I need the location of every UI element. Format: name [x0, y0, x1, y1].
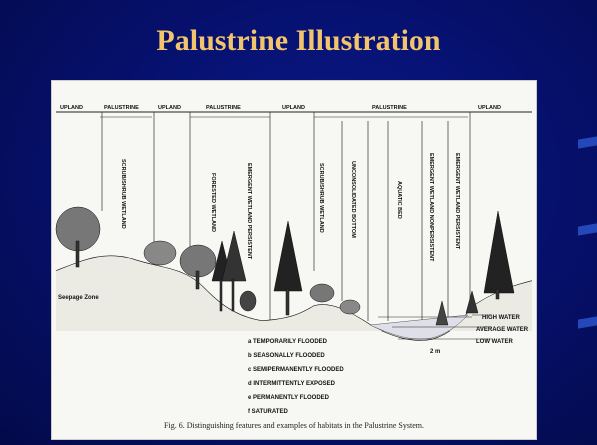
habitat-label: EMERGENT WETLAND PERSISTENT	[246, 163, 252, 260]
water-level-label: AVERAGE WATER	[476, 327, 529, 333]
seepage-label: Seepage Zone	[58, 295, 99, 301]
top-label: UPLAND	[60, 105, 83, 111]
habitat-label: AQUATIC BED	[396, 181, 402, 219]
diagram-panel: UPLAND PALUSTRINE UPLAND PALUSTRINE UPLA…	[51, 80, 537, 440]
top-label: UPLAND	[478, 105, 501, 111]
habitat-label: EMERGENT WETLAND NONPERSISTENT	[428, 153, 434, 262]
legend-item: f SATURATED	[248, 409, 288, 415]
water-level-label: HIGH WATER	[482, 315, 521, 321]
legend-item: d INTERMITTENTLY EXPOSED	[248, 381, 336, 387]
habitat-label: UNCONSOLIDATED BOTTOM	[350, 161, 356, 238]
top-label: UPLAND	[282, 105, 305, 111]
top-label: PALUSTRINE	[372, 105, 407, 111]
water-level-label: LOW WATER	[476, 339, 514, 345]
decorative-stripe	[578, 136, 597, 148]
palustrine-diagram: UPLAND PALUSTRINE UPLAND PALUSTRINE UPLA…	[52, 81, 536, 439]
depth-label: 2 m	[430, 349, 440, 355]
top-label: UPLAND	[158, 105, 181, 111]
habitat-label: SCRUB/SHRUB WETLAND	[120, 159, 126, 229]
top-label: PALUSTRINE	[104, 105, 139, 111]
decorative-stripe	[578, 316, 597, 328]
habitat-label: EMERGENT WETLAND PERSISTENT	[454, 153, 460, 250]
legend-item: c SEMIPERMANENTLY FLOODED	[248, 367, 344, 373]
top-label: PALUSTRINE	[206, 105, 241, 111]
legend-item: b SEASONALLY FLOODED	[248, 353, 325, 359]
habitat-label: FORESTED WETLAND	[210, 173, 216, 232]
figure-caption: Fig. 6. Distinguishing features and exam…	[52, 421, 536, 430]
habitat-label: SCRUB/SHRUB WETLAND	[318, 163, 324, 233]
slide-title: Palustrine Illustration	[0, 24, 597, 58]
decorative-stripe	[578, 223, 597, 235]
legend-item: a TEMPORARILY FLOODED	[248, 339, 328, 345]
legend-item: e PERMANENTLY FLOODED	[248, 395, 330, 401]
